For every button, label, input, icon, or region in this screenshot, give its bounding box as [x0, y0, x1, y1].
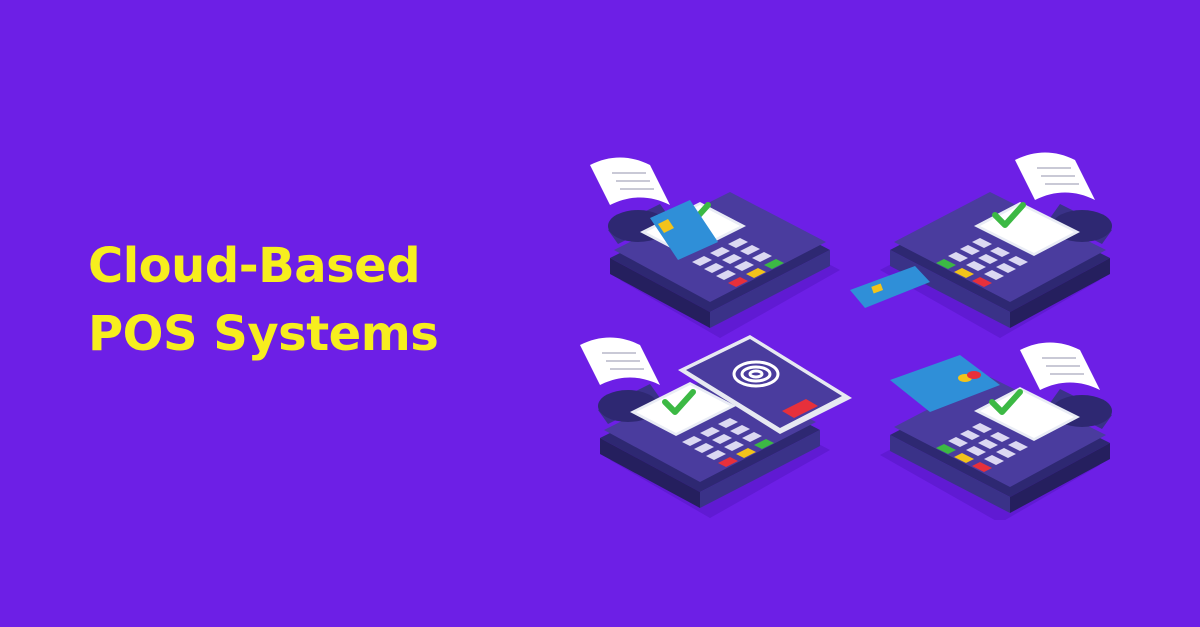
pos-terminals-illustration: [579, 151, 1112, 520]
smartphone: [678, 335, 852, 434]
terminal-bottom-right: [880, 341, 1112, 520]
bank-card: [650, 200, 718, 260]
bank-card-inserted: [850, 266, 930, 308]
terminal-top-left: [589, 156, 840, 338]
terminal-bottom-left: [579, 335, 852, 518]
headline: Cloud-Based POS Systems: [88, 232, 439, 368]
headline-line-1: Cloud-Based: [88, 238, 421, 294]
contactless-icon: [732, 360, 780, 388]
bank-card-tap: [890, 355, 1000, 412]
terminal-top-right: [850, 151, 1112, 338]
headline-line-2: POS Systems: [88, 306, 439, 362]
